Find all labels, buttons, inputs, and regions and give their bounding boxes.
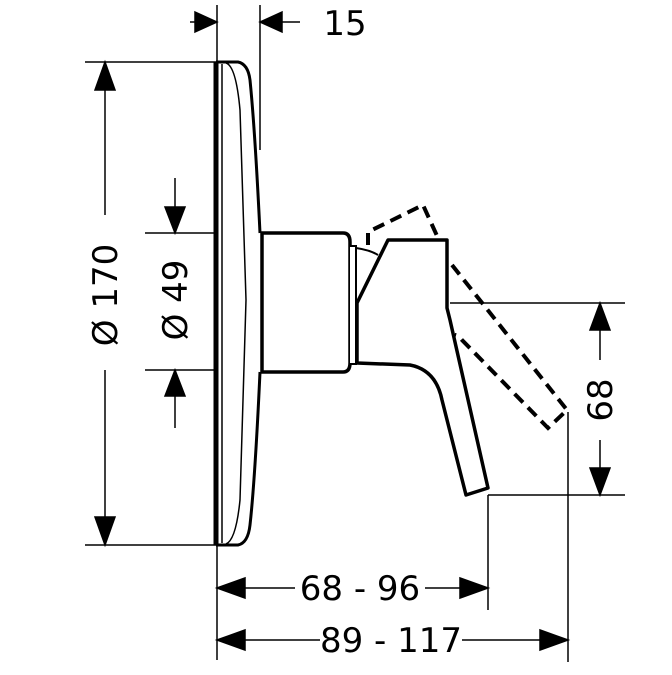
dim-handle-projection-label: 68 - 96 bbox=[300, 569, 420, 609]
handle-alternate-position bbox=[366, 202, 570, 431]
mixer-body bbox=[260, 231, 379, 374]
escutcheon-plate bbox=[213, 60, 262, 547]
dim-wall-gap-label: 15 bbox=[323, 4, 366, 44]
dim-handle-height-label: 68 bbox=[581, 378, 621, 421]
dim-body-diameter-label: Ø 49 bbox=[156, 260, 196, 341]
dimension-lines bbox=[93, 10, 612, 652]
dim-plate-diameter-label: Ø 170 bbox=[86, 244, 126, 346]
dim-total-projection-label: 89 - 117 bbox=[320, 621, 462, 661]
mixer-handle bbox=[355, 238, 490, 497]
